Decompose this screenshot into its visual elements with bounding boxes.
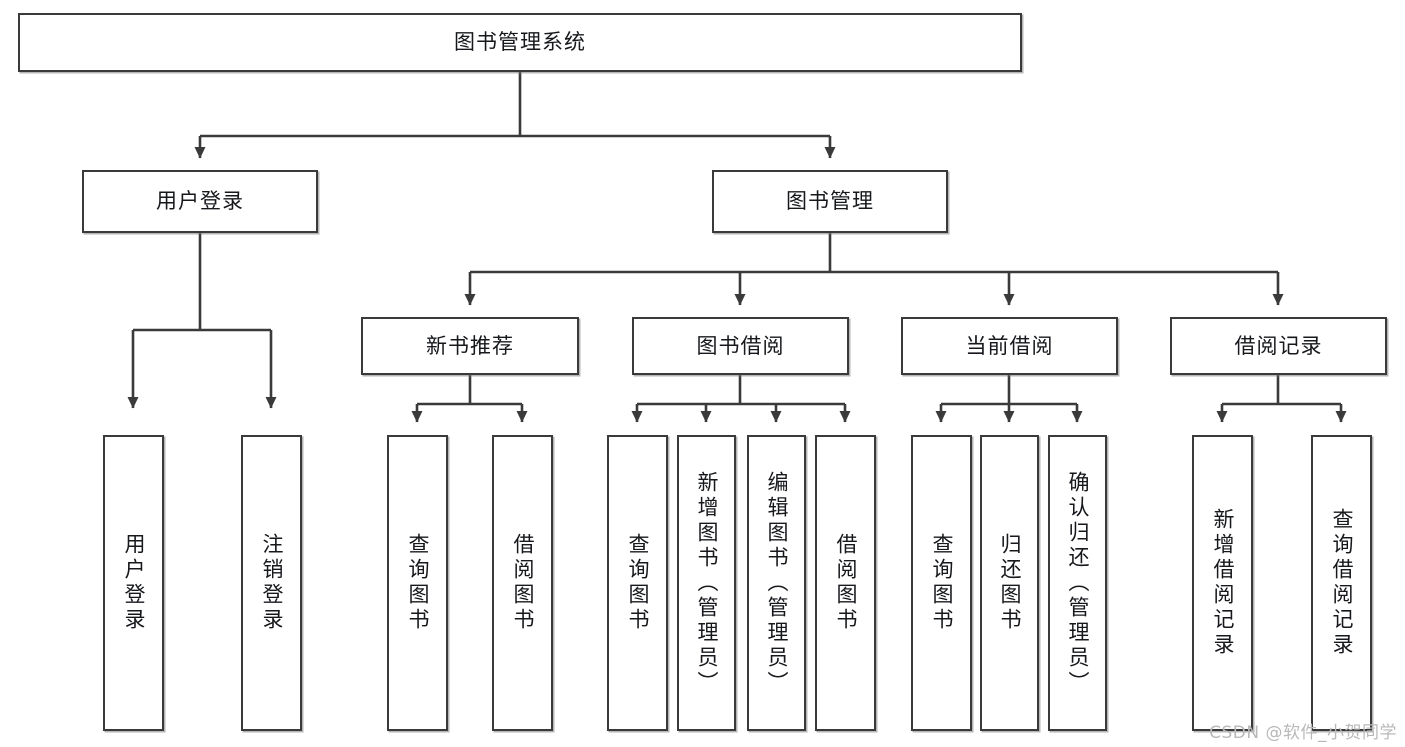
node-book-borrow[interactable]: 图书借阅: [632, 317, 849, 375]
leaf-query-book-recommend-label: 查询图书: [406, 533, 430, 633]
leaf-query-book-current-label: 查询图书: [930, 533, 954, 633]
node-current-borrow[interactable]: 当前借阅: [901, 317, 1118, 375]
node-borrow-record-label: 借阅记录: [1234, 333, 1323, 358]
leaf-query-book-current[interactable]: 查询图书: [911, 435, 972, 731]
node-root-label: 图书管理系统: [454, 30, 586, 55]
leaf-user-login-label: 用户登录: [122, 533, 146, 633]
leaf-borrow-book-recommend[interactable]: 借阅图书: [492, 435, 553, 731]
node-current-borrow-label: 当前借阅: [965, 333, 1054, 358]
node-borrow-record[interactable]: 借阅记录: [1170, 317, 1387, 375]
leaf-query-book-borrow[interactable]: 查询图书: [607, 435, 668, 731]
node-book-manage-label: 图书管理: [786, 189, 874, 214]
leaf-add-borrow-record-label: 新增借阅记录: [1211, 508, 1235, 658]
leaf-user-logout[interactable]: 注销登录: [241, 435, 302, 731]
leaf-return-book[interactable]: 归还图书: [980, 435, 1039, 731]
leaf-add-book-admin-label: 新增图书（管理员）: [695, 470, 719, 696]
leaf-return-book-label: 归还图书: [998, 533, 1022, 633]
leaf-confirm-return-admin[interactable]: 确认归还（管理员）: [1048, 435, 1107, 731]
node-user-login-label: 用户登录: [156, 189, 244, 214]
leaf-query-borrow-record-label: 查询借阅记录: [1330, 508, 1354, 658]
csdn-watermark: CSDN @软件_小贺同学: [1209, 723, 1397, 743]
node-book-borrow-label: 图书借阅: [696, 333, 785, 358]
leaf-user-logout-label: 注销登录: [260, 533, 284, 633]
node-new-book-recommend-label: 新书推荐: [426, 333, 514, 358]
leaf-borrow-book-recommend-label: 借阅图书: [511, 533, 535, 633]
node-root[interactable]: 图书管理系统: [18, 13, 1022, 72]
leaf-add-borrow-record[interactable]: 新增借阅记录: [1192, 435, 1253, 731]
leaf-borrow-book-borrow-label: 借阅图书: [834, 533, 858, 633]
leaf-user-login[interactable]: 用户登录: [103, 435, 164, 731]
leaf-query-book-recommend[interactable]: 查询图书: [387, 435, 448, 731]
leaf-add-book-admin[interactable]: 新增图书（管理员）: [677, 435, 736, 731]
node-book-manage[interactable]: 图书管理: [712, 170, 948, 233]
leaf-borrow-book-borrow[interactable]: 借阅图书: [815, 435, 876, 731]
leaf-query-borrow-record[interactable]: 查询借阅记录: [1311, 435, 1372, 731]
node-user-login[interactable]: 用户登录: [82, 170, 318, 233]
node-new-book-recommend[interactable]: 新书推荐: [361, 317, 579, 375]
leaf-edit-book-admin-label: 编辑图书（管理员）: [765, 470, 789, 696]
leaf-edit-book-admin[interactable]: 编辑图书（管理员）: [747, 435, 806, 731]
leaf-query-book-borrow-label: 查询图书: [626, 533, 650, 633]
leaf-confirm-return-admin-label: 确认归还（管理员）: [1066, 470, 1090, 696]
